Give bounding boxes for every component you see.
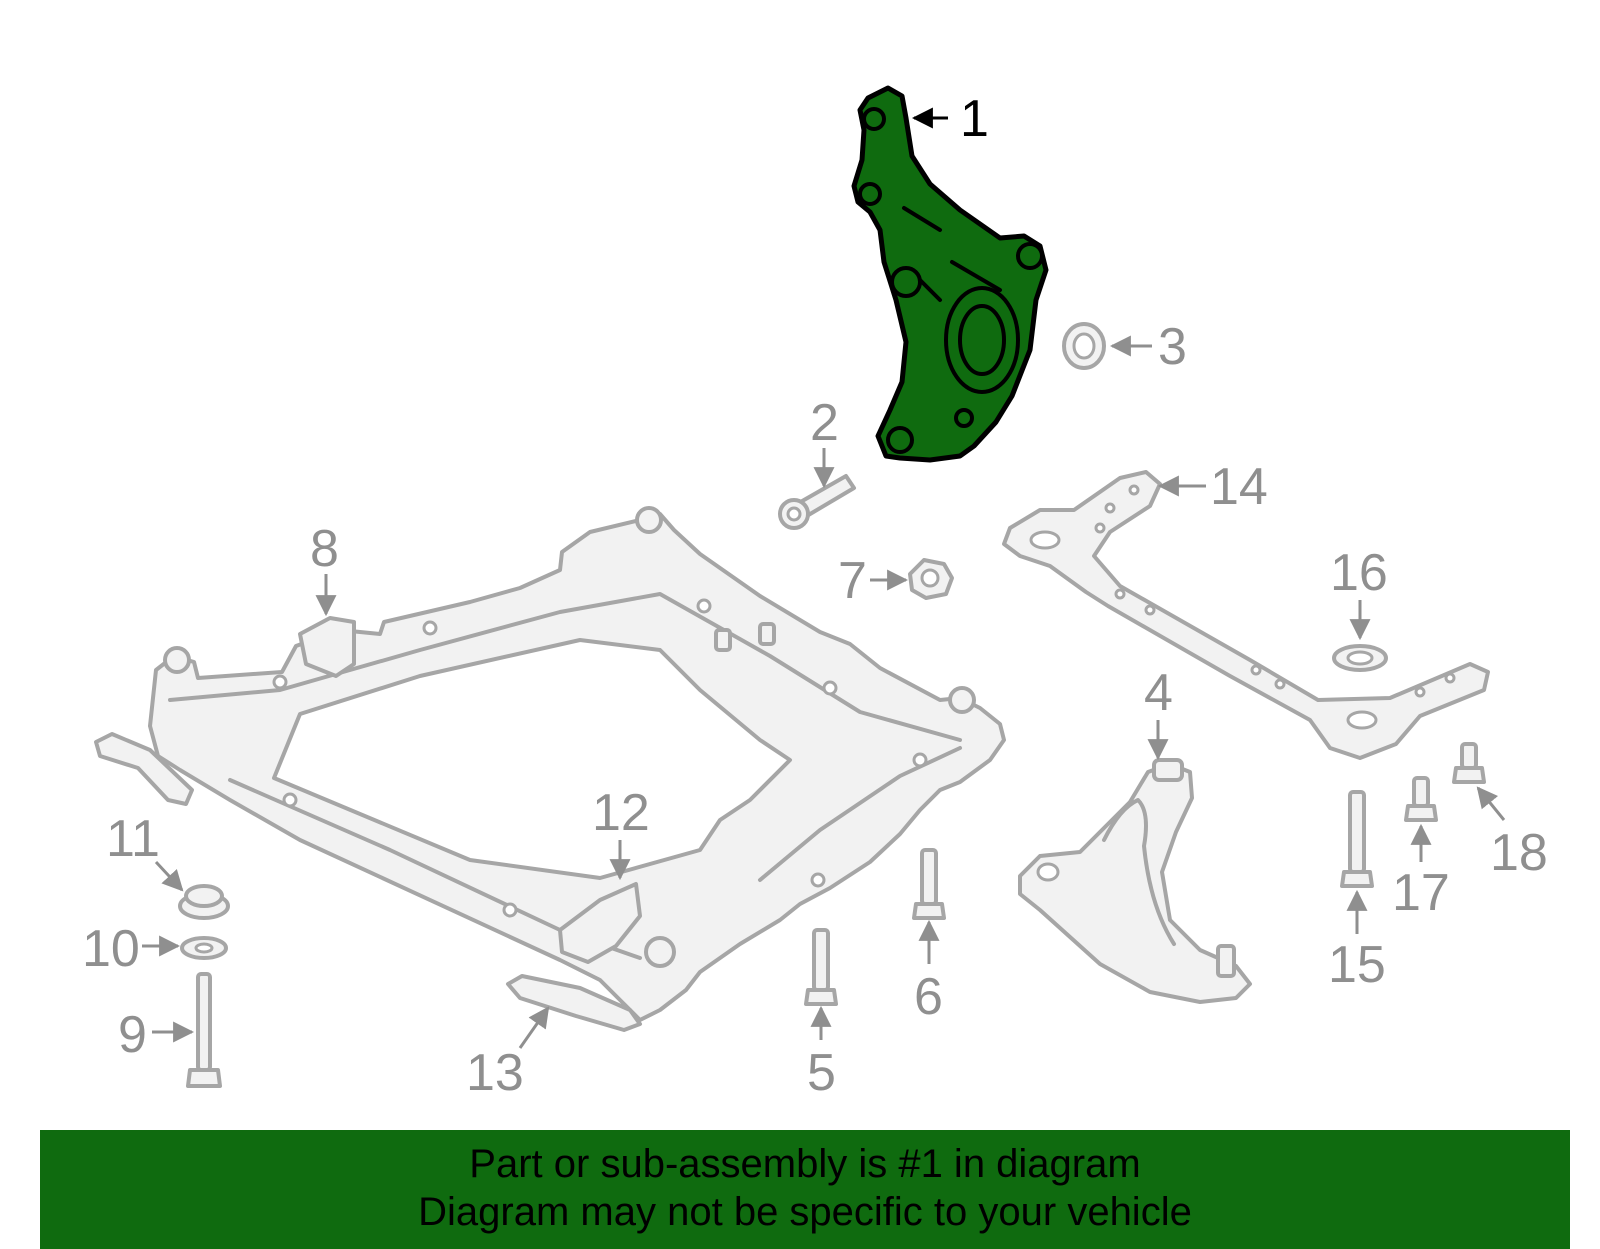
callout-8: 8 [310, 520, 339, 578]
callout-3: 3 [1158, 318, 1187, 376]
banner-line-2: Diagram may not be specific to your vehi… [418, 1190, 1192, 1234]
callout-2: 2 [810, 394, 839, 452]
callout-1: 1 [960, 90, 989, 148]
callout-13: 13 [466, 1044, 524, 1102]
callout-18-arrow [1476, 786, 1506, 821]
bolt-15[interactable] [1340, 790, 1374, 888]
callout-6: 6 [914, 968, 943, 1026]
bushing-11[interactable] [178, 884, 230, 920]
washer-10[interactable] [180, 936, 228, 960]
bracket-8[interactable] [298, 616, 356, 678]
callout-11: 11 [106, 810, 160, 868]
stabilizer-bar-14[interactable] [1002, 470, 1490, 760]
bracket-13[interactable] [506, 974, 642, 1032]
bolt-17[interactable] [1404, 776, 1438, 822]
bolt-5[interactable] [804, 928, 838, 1006]
steering-knuckle[interactable] [851, 85, 1049, 463]
bolt-9[interactable] [186, 972, 222, 1088]
banner-line-1: Part or sub-assembly is #1 in diagram [469, 1142, 1141, 1186]
callout-13-arrow [518, 1006, 550, 1049]
parts-diagram: 1 2 3 4 5 6 7 8 9 10 11 12 13 14 15 16 1… [82, 85, 1548, 1102]
bolt-18[interactable] [1452, 742, 1486, 784]
callout-18: 18 [1490, 824, 1548, 882]
bolt-6[interactable] [912, 848, 946, 920]
bushing-3[interactable] [1062, 322, 1106, 370]
nut-7[interactable] [908, 558, 954, 600]
bolt-2[interactable] [778, 474, 856, 530]
lower-control-arm-4[interactable] [1018, 758, 1252, 1004]
callout-11-arrow [154, 860, 184, 892]
bracket-left[interactable] [94, 732, 194, 806]
bracket-12[interactable] [558, 882, 642, 964]
callout-10: 10 [82, 920, 140, 978]
washer-16[interactable] [1332, 644, 1388, 672]
callout-17: 17 [1392, 864, 1450, 922]
callout-14: 14 [1210, 458, 1268, 516]
callout-4: 4 [1144, 664, 1173, 722]
callout-16: 16 [1330, 544, 1388, 602]
subframe[interactable] [148, 506, 1006, 1022]
info-banner: Part or sub-assembly is #1 in diagram Di… [40, 1130, 1570, 1249]
callout-5: 5 [807, 1044, 836, 1102]
callout-15: 15 [1328, 936, 1386, 994]
callout-7: 7 [838, 552, 867, 610]
callout-9: 9 [118, 1006, 147, 1064]
callout-12: 12 [592, 784, 650, 842]
